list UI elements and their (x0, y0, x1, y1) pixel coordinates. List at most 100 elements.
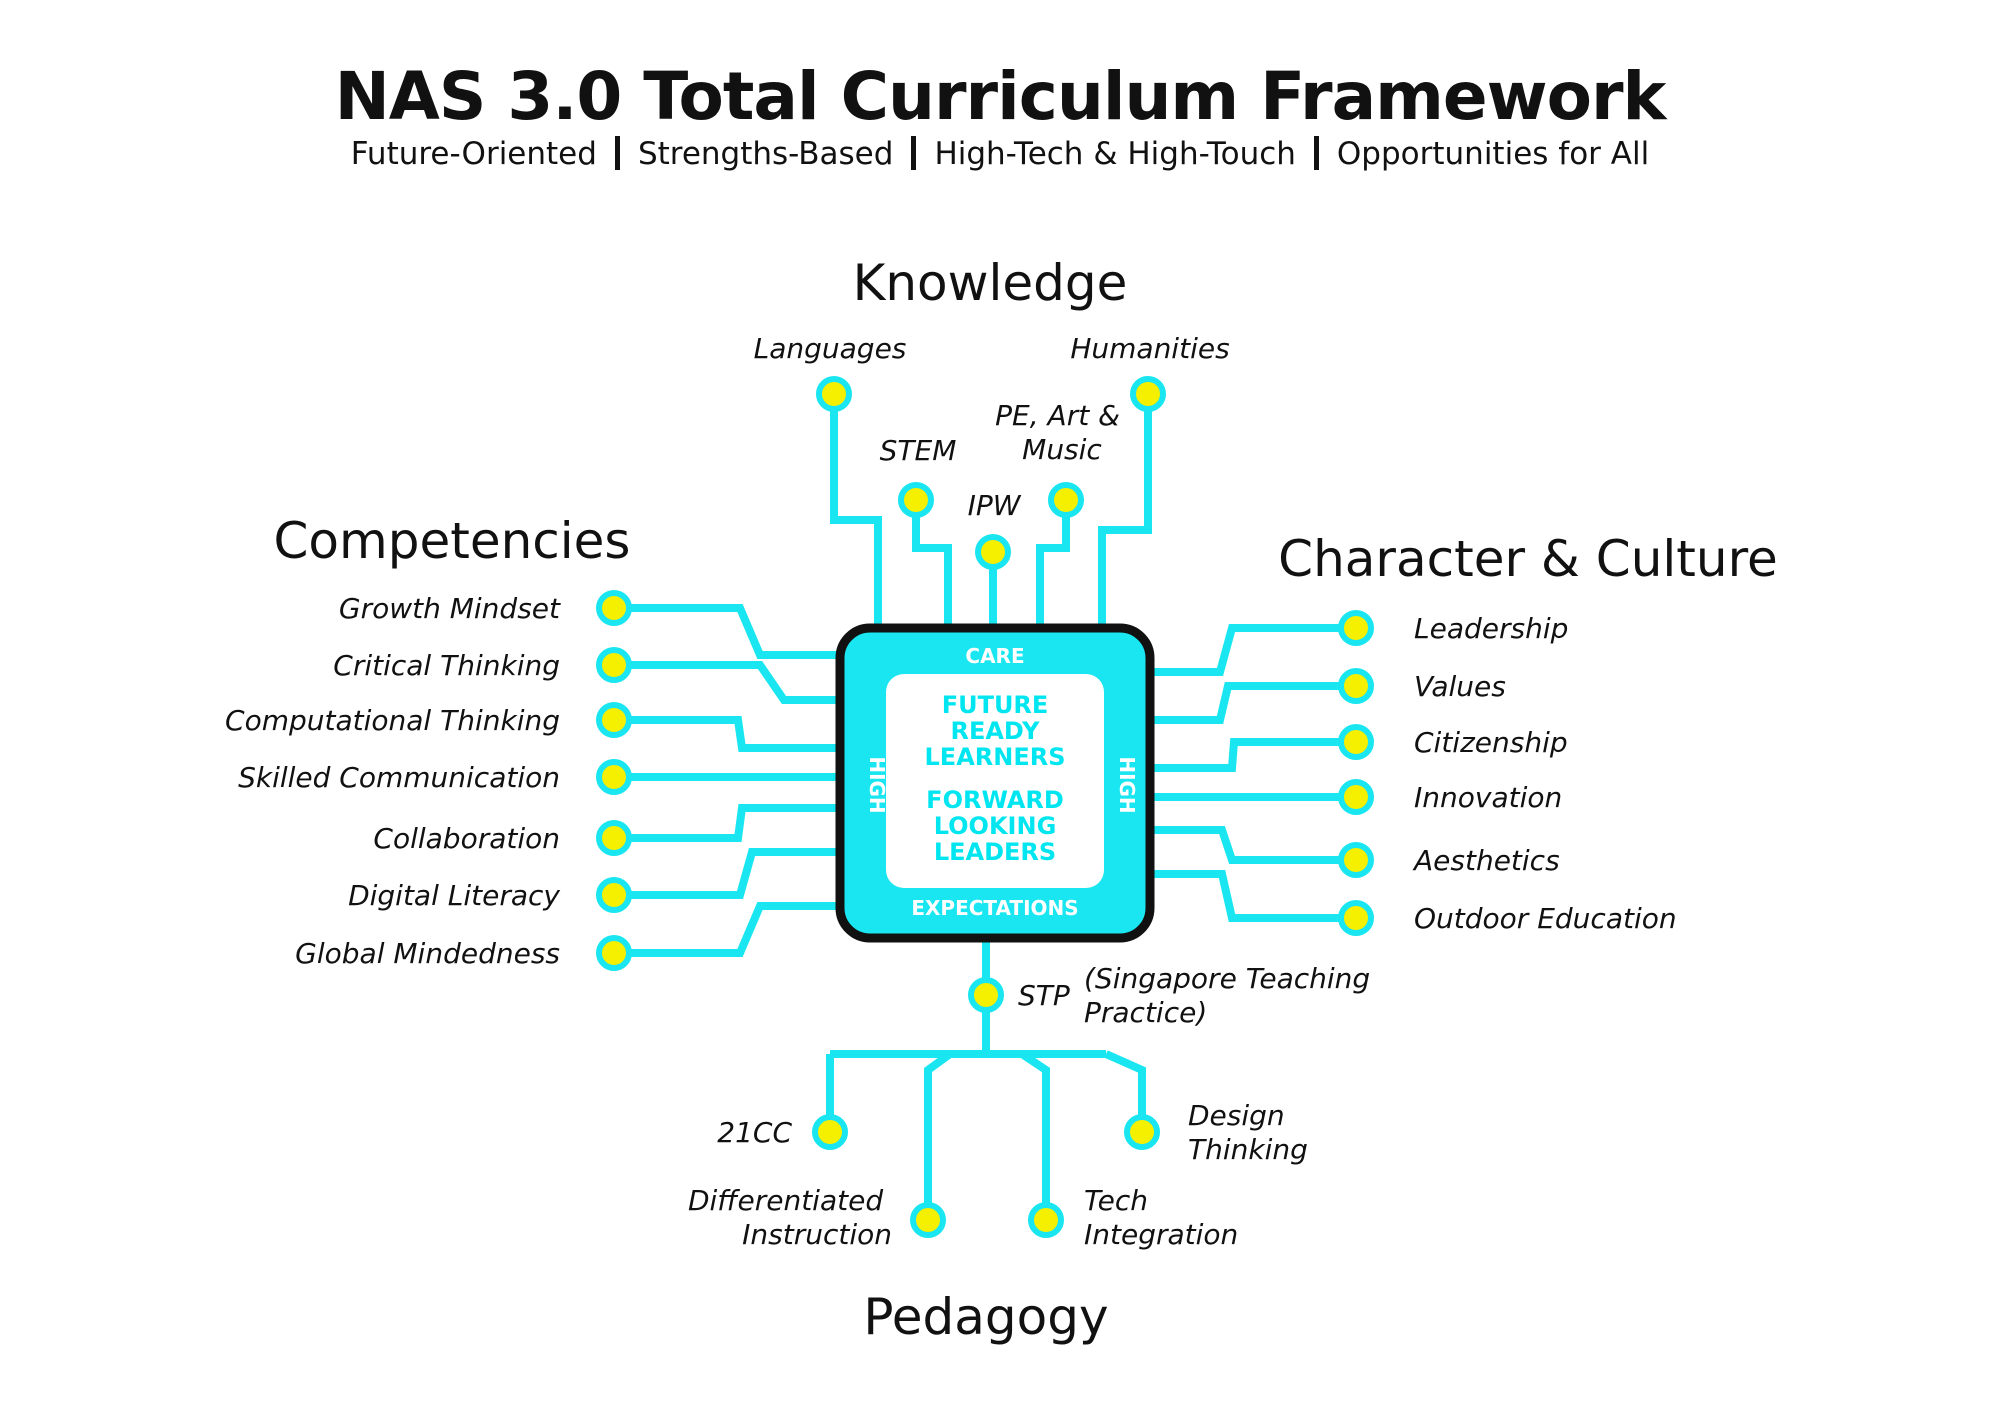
heading-character-culture: Character & Culture (1278, 530, 1778, 588)
connector-values (1150, 682, 1356, 724)
label-design-thinking: Design Thinking (1188, 1099, 1308, 1166)
label-collaboration: Collaboration (373, 822, 560, 855)
subtitle-pillars: Future-Oriented Strengths-Based High-Tech … (0, 136, 2000, 172)
label-21cc: 21CC (717, 1116, 792, 1149)
node-leadership (1338, 610, 1374, 646)
node-pe-art-music (1048, 482, 1084, 518)
node-digital-literacy (596, 877, 632, 913)
connector-differentiated-instruction (924, 1050, 953, 1220)
node-stem (898, 482, 934, 518)
node-computational-thinking (596, 702, 632, 738)
label-tech-integration-line: Integration (1084, 1218, 1238, 1251)
connector-global-mindedness (614, 902, 838, 957)
connector-design-thinking (1104, 1050, 1146, 1132)
connector-critical-thinking (614, 661, 838, 704)
label-stp-description-line: (Singapore Teaching (1084, 962, 1370, 995)
node-stp (968, 977, 1004, 1013)
label-digital-literacy: Digital Literacy (348, 879, 560, 912)
node-skilled-communication (596, 759, 632, 795)
connector-nodes (596, 376, 1374, 1238)
inner-text-forward: FORWARD (926, 786, 1064, 814)
inner-text-learners: LEARNERS (925, 743, 1066, 771)
node-21cc (812, 1114, 848, 1150)
heading-knowledge: Knowledge (853, 254, 1128, 312)
chip-inner-panel (886, 674, 1104, 888)
connector-growth-mindset (614, 604, 838, 659)
label-computational-thinking: Computational Thinking (225, 704, 560, 737)
node-outdoor-education (1338, 900, 1374, 936)
label-outdoor-education: Outdoor Education (1414, 902, 1677, 935)
label-innovation: Innovation (1414, 781, 1562, 814)
pillar-opportunities-for-all: Opportunities for All (1336, 136, 1650, 172)
heading-competencies: Competencies (274, 512, 631, 570)
pillar-future-oriented: Future-Oriented (350, 136, 597, 172)
label-skilled-communication: Skilled Communication (238, 761, 560, 794)
connector-collaboration (614, 804, 838, 842)
node-values (1338, 668, 1374, 704)
inner-text-future: FUTURE (942, 691, 1049, 719)
pillar-high-tech-high-touch: High-Tech & High-Touch (934, 136, 1296, 172)
frame-label-high-left: HIGH (865, 756, 889, 813)
heading-pedagogy: Pedagogy (863, 1288, 1108, 1346)
connector-languages (830, 400, 882, 628)
connector-humanities (1098, 400, 1152, 628)
connector-computational-thinking (614, 716, 838, 752)
label-stp: STP (1018, 979, 1070, 1012)
node-differentiated-instruction (910, 1202, 946, 1238)
frame-label-expectations: EXPECTATIONS (911, 896, 1078, 920)
node-growth-mindset (596, 590, 632, 626)
label-ipw: IPW (968, 489, 1022, 522)
label-differentiated-instruction-line: Differentiated (688, 1184, 883, 1217)
node-ipw (975, 534, 1011, 570)
pillar-separator (614, 136, 620, 170)
label-differentiated-instruction: Differentiated Instruction (688, 1184, 892, 1251)
frame-label-high-right: HIGH (1115, 756, 1139, 813)
label-design-thinking-line: Design (1188, 1099, 1285, 1132)
label-critical-thinking: Critical Thinking (333, 649, 560, 682)
label-tech-integration-line: Tech (1084, 1184, 1148, 1217)
central-chip: CARE EXPECTATIONS HIGH HIGH FUTURE READY… (835, 623, 1155, 943)
label-growth-mindset: Growth Mindset (339, 592, 561, 625)
frame-label-care: CARE (965, 644, 1024, 668)
label-pe-art-music-line: Music (1022, 433, 1102, 466)
node-languages (816, 376, 852, 412)
label-values: Values (1414, 670, 1506, 703)
node-aesthetics (1338, 842, 1374, 878)
pillar-separator (1313, 136, 1319, 170)
pillar-strengths-based: Strengths-Based (637, 136, 894, 172)
inner-text-looking: LOOKING (934, 812, 1057, 840)
connector-aesthetics (1150, 826, 1356, 864)
inner-text-leaders: LEADERS (934, 838, 1056, 866)
label-pe-art-music-line: PE, Art & (995, 399, 1120, 432)
label-stp-description-line: Practice) (1084, 996, 1207, 1029)
node-collaboration (596, 820, 632, 856)
label-languages: Languages (754, 332, 907, 365)
page-title: NAS 3.0 Total Curriculum Framework (334, 58, 1667, 135)
label-design-thinking-line: Thinking (1188, 1133, 1308, 1166)
connector-outdoor-education (1150, 870, 1356, 922)
node-innovation (1338, 779, 1374, 815)
connector-lines (614, 400, 1356, 1220)
connector-stem (912, 500, 952, 628)
inner-text-ready: READY (950, 717, 1040, 745)
node-global-mindedness (596, 935, 632, 971)
pillar-separator (911, 136, 917, 170)
connector-citizenship (1150, 738, 1356, 772)
label-stem: STEM (880, 434, 957, 467)
label-tech-integration: Tech Integration (1084, 1184, 1238, 1251)
connector-tech-integration (1019, 1050, 1050, 1220)
node-citizenship (1338, 724, 1374, 760)
label-pe-art-music: PE, Art & Music (995, 399, 1129, 466)
label-humanities: Humanities (1070, 332, 1229, 365)
label-citizenship: Citizenship (1414, 726, 1568, 759)
label-global-mindedness: Global Mindedness (295, 937, 560, 970)
node-humanities (1130, 376, 1166, 412)
connector-digital-literacy (614, 848, 838, 899)
node-tech-integration (1028, 1202, 1064, 1238)
label-leadership: Leadership (1414, 612, 1568, 645)
node-critical-thinking (596, 647, 632, 683)
label-aesthetics: Aesthetics (1412, 844, 1560, 877)
node-design-thinking (1124, 1114, 1160, 1150)
connector-leadership (1150, 624, 1356, 676)
